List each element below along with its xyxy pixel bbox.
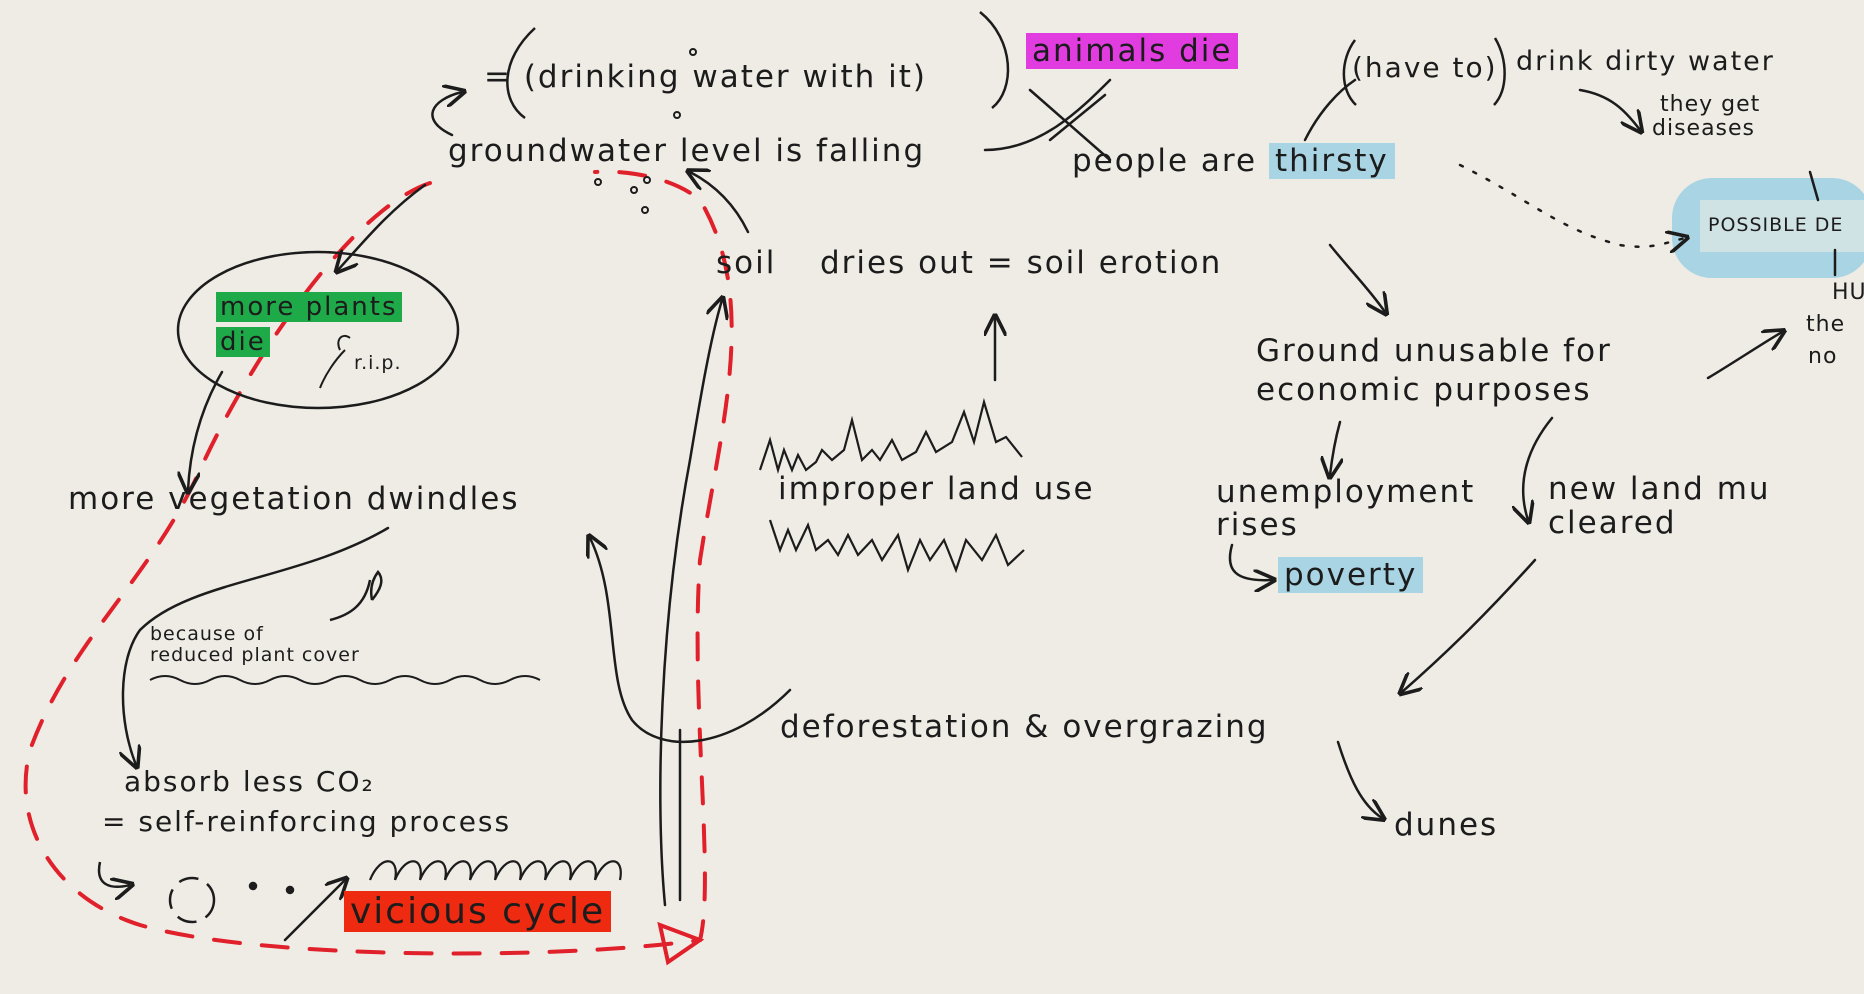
- ground-unusable-node: Ground unusable for economic purposes: [1256, 332, 1612, 410]
- arrow-cycle-to-vicious: [283, 880, 345, 942]
- paren-left-have-to: [1342, 39, 1357, 106]
- hu-node: HU: [1832, 280, 1864, 305]
- the-node: the: [1806, 312, 1846, 337]
- dunes-node: dunes: [1394, 807, 1499, 843]
- vicious-cycle-curls: [368, 860, 622, 881]
- more-vegetation-node: more vegetation dwindles: [68, 481, 520, 517]
- animals-die-label: animals die: [1026, 33, 1239, 69]
- arrow-vegetation-to-absorb: [123, 526, 390, 765]
- diseases-node: diseases: [1652, 116, 1756, 141]
- people-thirsty-node: people are thirsty: [1072, 143, 1395, 179]
- ground-unusable-line1: Ground unusable for: [1256, 333, 1612, 369]
- soil-node: soil: [716, 245, 777, 281]
- arrow-dries-to-ground: [1328, 243, 1385, 312]
- grass-bottom: [768, 519, 1025, 574]
- dries-out-node: dries out = soil erotion: [820, 245, 1223, 281]
- deforestation-node: deforestation & overgrazing: [780, 709, 1269, 745]
- arrow-groundwater-to-drinking: [431, 92, 462, 137]
- possible-line: [1808, 170, 1820, 202]
- wavy-underline: [149, 675, 541, 685]
- vicious-cycle-arrowhead: [657, 921, 705, 966]
- paren-right: [979, 11, 1010, 109]
- self-reinforcing-node: = self-reinforcing process: [102, 805, 512, 838]
- cross-line-2: [1048, 93, 1107, 142]
- they-get-node: they get: [1660, 92, 1761, 117]
- arrow-soil-to-groundwater: [690, 172, 750, 234]
- no-node: no: [1808, 344, 1838, 369]
- rip-node: r.i.p.: [354, 352, 402, 374]
- more-plants-die-node: more plants die: [216, 290, 402, 360]
- arrow-groundwater-to-animals: [983, 78, 1112, 152]
- have-to-node: (have to): [1352, 51, 1498, 84]
- vicious-cycle-node: vicious cycle: [344, 891, 612, 932]
- improper-land-use-node: improper land use: [778, 471, 1095, 507]
- arrow-unemployment-to-poverty: [1228, 543, 1272, 580]
- paren-left: [506, 27, 536, 120]
- arrow-deforestation-to-soil: [659, 300, 722, 907]
- unemployment-line1: unemployment: [1216, 474, 1476, 510]
- because-of-node: because of reduced plant cover: [150, 624, 360, 666]
- absorb-less-node: absorb less CO₂: [124, 765, 375, 798]
- because-of-line1: because of: [150, 623, 264, 645]
- arrow-deforestation-to-dunes: [1336, 740, 1382, 818]
- drinking-water-node: = (drinking water with it): [484, 59, 928, 95]
- vicious-cycle-label: vicious cycle: [344, 891, 612, 932]
- people-are-label: people are: [1072, 143, 1258, 179]
- recycle-icon: [97, 861, 295, 924]
- arrow-people-to-have-to: [1303, 78, 1357, 142]
- new-land-line1: new land mu: [1548, 471, 1771, 507]
- arrow-thirsty-to-possible: [1458, 163, 1685, 247]
- animals-die-node: animals die: [1026, 33, 1239, 69]
- poverty-label: poverty: [1278, 557, 1424, 593]
- arrow-deforestation-to-vegetation: [590, 538, 792, 744]
- because-of-line2: reduced plant cover: [150, 643, 360, 666]
- unemployment-node: unemployment rises: [1216, 476, 1475, 541]
- groundwater-node: groundwater level is falling: [448, 133, 926, 169]
- die-label: die: [216, 327, 270, 358]
- water-drops: [594, 48, 697, 214]
- rip-flower-icon: [319, 334, 351, 389]
- poverty-node: poverty: [1278, 557, 1424, 593]
- possible-de-node: POSSIBLE DE: [1708, 214, 1844, 236]
- arrow-ground-to-hu: [1706, 332, 1782, 380]
- more-plants-label: more plants: [216, 292, 402, 322]
- more-plants-die-oval: [176, 250, 460, 410]
- new-land-line2: cleared: [1548, 505, 1677, 542]
- sprout-icon: [329, 570, 383, 622]
- arrow-ground-to-unemployment: [1330, 420, 1340, 475]
- arrow-dirty-to-diseases: [1578, 88, 1640, 130]
- ground-unusable-line2: economic purposes: [1256, 371, 1592, 408]
- arrow-plants-to-vegetation: [188, 370, 224, 490]
- new-land-node: new land mu cleared: [1548, 472, 1771, 540]
- grass-top: [758, 397, 1023, 475]
- arrow-newland-to-deforestation: [1402, 558, 1537, 692]
- arrow-ground-to-newland: [1523, 416, 1554, 520]
- unemployment-line2: rises: [1216, 506, 1299, 543]
- drink-dirty-water-node: drink dirty water: [1516, 46, 1775, 77]
- paren-right-have-to: [1493, 37, 1506, 106]
- thirsty-label: thirsty: [1268, 143, 1395, 179]
- arrow-groundwater-to-plants: [338, 183, 427, 270]
